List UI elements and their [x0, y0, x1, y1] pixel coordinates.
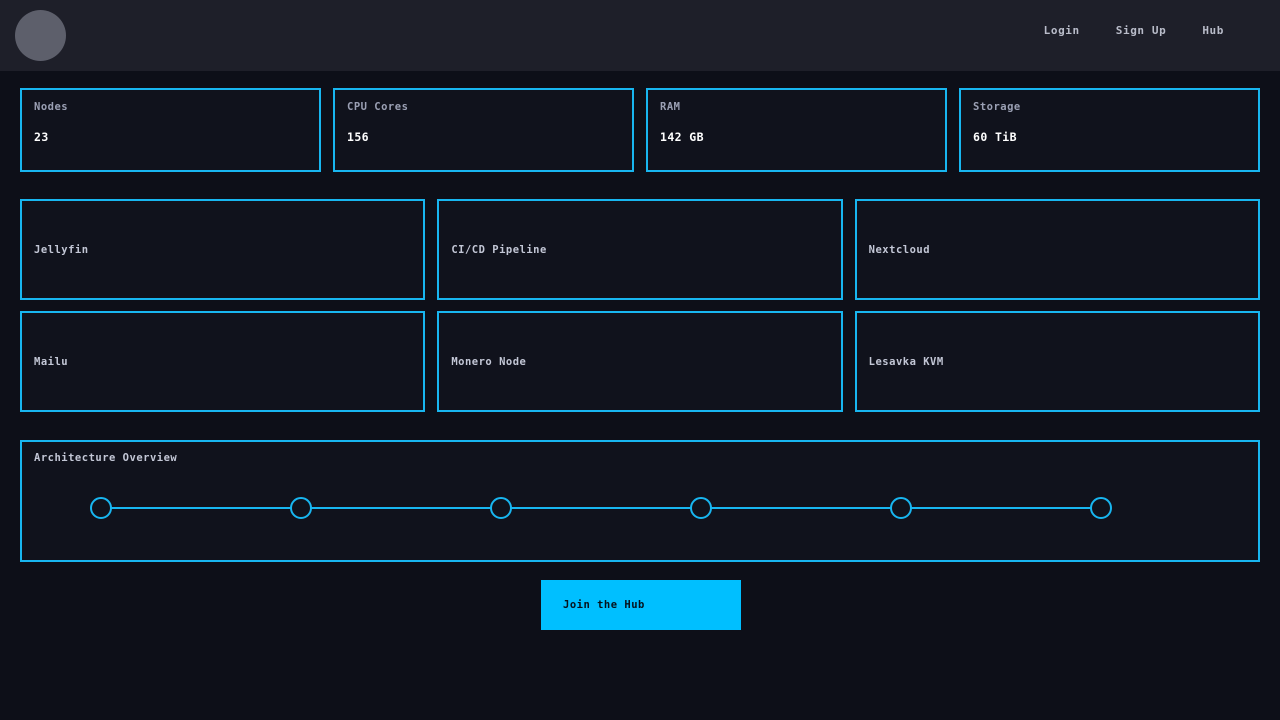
architecture-node-1[interactable]: [90, 497, 112, 519]
stat-card-storage: Storage 60 TiB: [959, 88, 1260, 172]
primary-navigation: Login Sign Up Hub: [1044, 24, 1224, 37]
service-name: Lesavka KVM: [868, 355, 944, 368]
service-name: Monero Node: [451, 355, 527, 368]
stat-value: 60 TiB: [973, 130, 1017, 144]
stat-label: RAM: [660, 101, 681, 113]
stat-value: 142 GB: [660, 130, 704, 144]
stat-card-ram: RAM 142 GB: [646, 88, 947, 172]
architecture-diagram-svg: [90, 497, 1112, 519]
nav-link-sign-up[interactable]: Sign Up: [1115, 24, 1167, 37]
nav-link-login[interactable]: Login: [1043, 24, 1080, 37]
stat-label: Nodes: [34, 101, 69, 113]
stat-label: CPU Cores: [347, 101, 409, 113]
service-card-monero-node[interactable]: Monero Node: [437, 311, 843, 412]
architecture-node-5[interactable]: [890, 497, 912, 519]
service-card-jellyfin[interactable]: Jellyfin: [20, 199, 426, 300]
architecture-overview-title: Architecture Overview: [34, 452, 178, 464]
service-name: CI/CD Pipeline: [451, 243, 547, 256]
architecture-node-diagram: [34, 488, 1246, 528]
service-card-ci-cd-pipeline[interactable]: CI/CD Pipeline: [437, 199, 843, 300]
service-name: Jellyfin: [34, 243, 89, 256]
service-card-mailu[interactable]: Mailu: [20, 311, 426, 412]
service-name: Mailu: [34, 355, 69, 368]
service-name: Nextcloud: [868, 243, 931, 256]
stat-value: 156: [347, 130, 369, 144]
architecture-node-6[interactable]: [1090, 497, 1112, 519]
join-the-hub-label: Join the Hub: [563, 599, 645, 611]
page-header: Login Sign Up Hub: [0, 0, 1280, 71]
stats-row: Nodes 23 CPU Cores 156 RAM 142 GB Storag…: [20, 88, 1260, 172]
architecture-overview-panel: Architecture Overview: [20, 440, 1260, 562]
stat-card-cpu-cores: CPU Cores 156: [333, 88, 634, 172]
services-grid: Jellyfin CI/CD Pipeline Nextcloud Mailu …: [20, 199, 1260, 412]
architecture-node-4[interactable]: [690, 497, 712, 519]
stat-card-nodes: Nodes 23: [20, 88, 321, 172]
architecture-node-3[interactable]: [490, 497, 512, 519]
user-avatar-circle-icon[interactable]: [15, 10, 66, 61]
architecture-node-2[interactable]: [290, 497, 312, 519]
join-the-hub-button[interactable]: Join the Hub: [541, 580, 741, 630]
service-card-nextcloud[interactable]: Nextcloud: [854, 199, 1260, 300]
stat-label: Storage: [973, 101, 1021, 113]
nav-link-hub[interactable]: Hub: [1202, 24, 1224, 37]
service-card-lesavka-kvm[interactable]: Lesavka KVM: [854, 311, 1260, 412]
stat-value: 23: [34, 130, 49, 144]
